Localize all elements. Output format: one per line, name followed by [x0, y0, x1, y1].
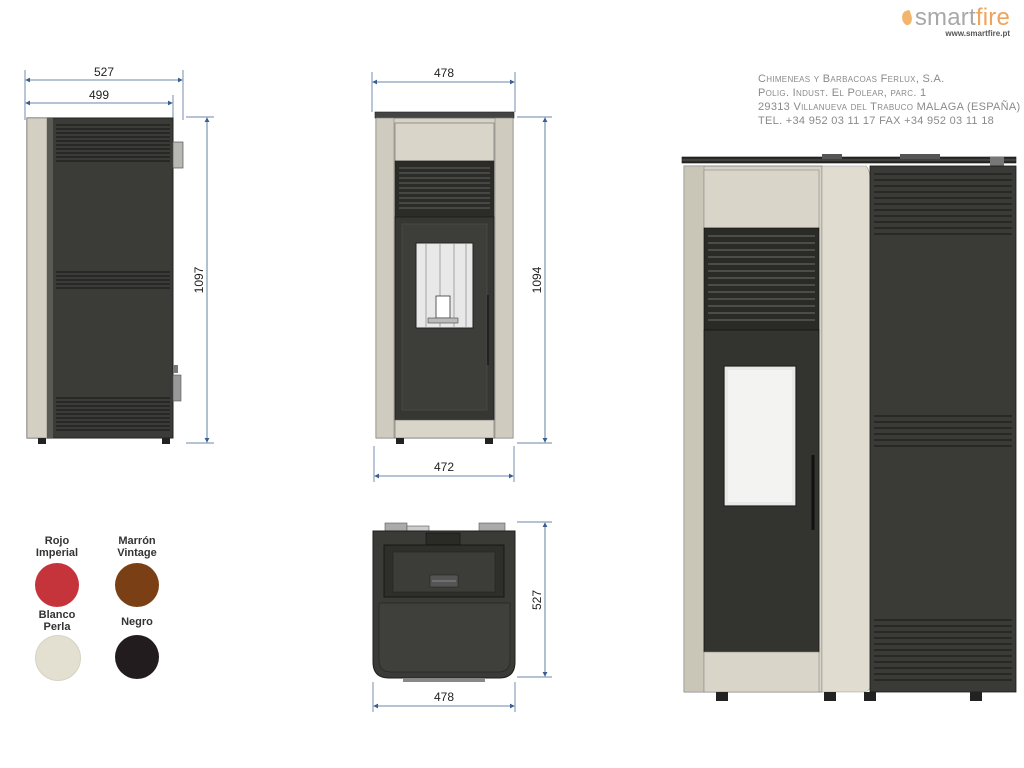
dimension-top-width: 478	[372, 682, 516, 712]
color-name-line1: Rojo	[44, 535, 70, 547]
dimension-side-total-width: 527	[24, 65, 184, 120]
color-label-rojo: Rojo Imperial	[17, 535, 97, 559]
top-view: 527 478	[372, 521, 552, 712]
side-view: 527 499 1097	[24, 65, 214, 444]
company-line-1: Chimeneas y Barbacoas Ferlux, S.A.	[758, 73, 945, 85]
brand-name-part1: smart	[914, 4, 976, 31]
company-line-2: Polig. Indust. El Polear, parc. 1	[758, 87, 927, 99]
dim-label-478-top: 478	[434, 690, 454, 704]
dimension-front-top-width: 478	[371, 66, 516, 112]
dim-label-499: 499	[89, 88, 109, 102]
color-swatch-negro	[115, 635, 159, 679]
color-name-line1: Negro	[121, 616, 153, 628]
dim-label-1094: 1094	[530, 266, 544, 293]
brand-logo: smartfire www.smartfire.pt	[899, 4, 1010, 38]
dimension-side-body-width: 499	[25, 88, 174, 120]
dim-label-527-top: 527	[530, 590, 544, 610]
brand-wordmark: smartfire	[899, 4, 1010, 32]
brand-url: www.smartfire.pt	[945, 29, 1010, 38]
dimension-side-height: 1097	[186, 116, 214, 444]
color-name-line2: Perla	[43, 621, 71, 633]
color-swatch-blanco-perla	[35, 635, 81, 681]
color-label-negro: Negro	[97, 616, 177, 628]
dim-label-527: 527	[94, 65, 114, 79]
front-view: 478 1094	[371, 66, 552, 482]
color-label-marron: Marrón Vintage	[97, 535, 177, 559]
color-name-line1: Blanco	[38, 609, 76, 621]
color-name-line2: Vintage	[117, 547, 157, 559]
dimension-front-height: 1094	[517, 116, 552, 444]
perspective-view	[681, 154, 1017, 701]
color-swatch-marron-vintage	[115, 563, 159, 607]
dim-label-1097: 1097	[192, 266, 206, 293]
dimension-front-bottom-width: 472	[373, 446, 515, 482]
dim-label-478-front: 478	[434, 66, 454, 80]
dim-label-472: 472	[434, 460, 454, 474]
color-label-blanco: Blanco Perla	[17, 609, 97, 633]
dimension-top-depth: 527	[517, 521, 552, 678]
company-address: Chimeneas y Barbacoas Ferlux, S.A. Polig…	[758, 72, 1021, 128]
company-line-4: TEL. +34 952 03 11 17 FAX +34 952 03 11 …	[758, 115, 995, 127]
color-swatch-rojo-imperial	[35, 563, 79, 607]
brand-name-part2: fire	[975, 4, 1010, 31]
company-line-3: 29313 Villanueva del Trabuco MALAGA (ESP…	[758, 101, 1021, 113]
color-name-line2: Imperial	[35, 547, 79, 559]
color-name-line1: Marrón	[118, 535, 156, 547]
